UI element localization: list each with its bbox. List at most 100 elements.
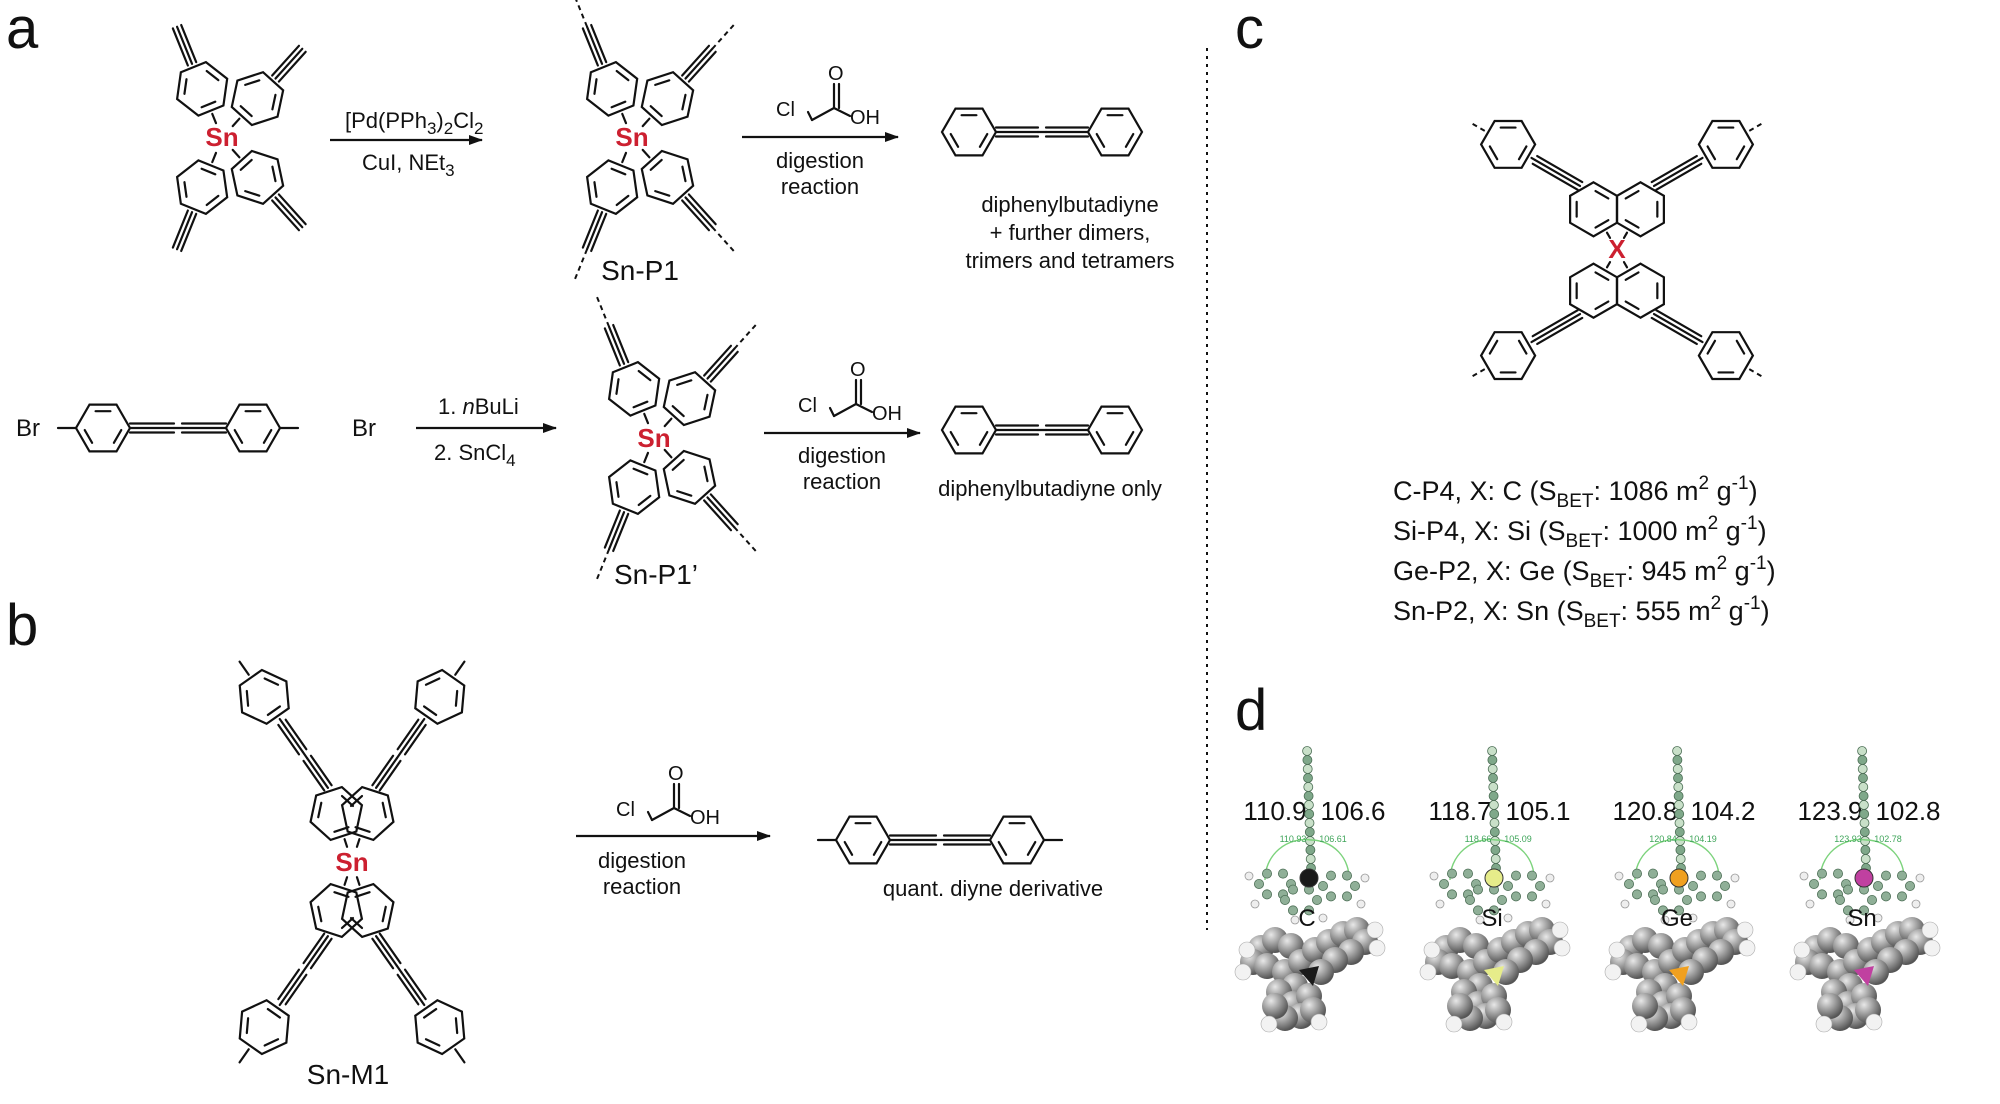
bond [832, 402, 858, 418]
angle-small-right: 106.61 [1319, 834, 1347, 844]
ring-double-bond [949, 132, 960, 148]
panel-label-c: c [1235, 0, 1264, 61]
ring-double-bond [978, 430, 989, 446]
triple-bond [687, 193, 717, 226]
triple-bond [1531, 162, 1579, 191]
benzene-ring [414, 998, 466, 1056]
benzene-ring [1479, 119, 1537, 169]
atom-ball [1675, 854, 1686, 864]
atom-ball [1648, 868, 1659, 879]
atom-ball [1817, 889, 1828, 900]
space-fill-hydrogen [1553, 939, 1571, 957]
methyl-group [454, 660, 466, 676]
triple-bond [378, 932, 402, 965]
ring-double-bond [1624, 219, 1640, 229]
angle-right-label: 104.2 [1690, 796, 1755, 826]
triple-bond [175, 25, 194, 65]
atom-ball [1465, 895, 1476, 906]
chlorine-label: Cl [616, 799, 635, 821]
ring-double-bond [381, 801, 387, 819]
atom-ball [1688, 881, 1699, 892]
triple-bond [375, 935, 398, 967]
atom-ball [1497, 895, 1508, 906]
surface-area-line: C-P4, X: C (SBET: 1086 m2 g-1) [1393, 473, 1758, 512]
triple-bond [306, 757, 329, 789]
angle-right-label: 102.8 [1875, 796, 1940, 826]
space-fill-hydrogen [1260, 1015, 1278, 1033]
ring-double-bond [354, 891, 371, 898]
atom-ball [1720, 881, 1731, 892]
triple-bond [706, 347, 736, 380]
hydrogen-ball [1250, 899, 1260, 909]
angle-left-label: 123.9 [1797, 796, 1862, 826]
atom-ball [1624, 879, 1635, 890]
atom-ball [1859, 818, 1870, 828]
polymer-link [1748, 368, 1764, 378]
reaction-label-a2: reaction [803, 469, 881, 494]
atom-ball [1302, 755, 1313, 765]
angle-small-left: 118.66 [1465, 834, 1492, 844]
atom-ball [1674, 809, 1685, 819]
diphenylbutadiyne-structure-a2 [940, 405, 1144, 455]
atom-ball [1672, 746, 1682, 756]
ring-double-bond [615, 69, 630, 82]
triple-bond [396, 973, 420, 1006]
atom-ball [1817, 868, 1828, 879]
triple-bond [396, 718, 420, 751]
element-label: C [1298, 905, 1315, 932]
atom-ball [1489, 800, 1499, 810]
atom-ball [1305, 845, 1316, 855]
bond [420, 717, 426, 724]
bond [278, 1000, 284, 1007]
polymer-link [711, 226, 738, 255]
triple-bond [706, 496, 736, 529]
atom-ball [1487, 764, 1498, 774]
bond [854, 402, 874, 414]
benzene-ring [340, 785, 395, 842]
bond [211, 151, 218, 164]
atom-ball [1860, 836, 1870, 846]
bond [641, 148, 651, 159]
ring-double-bond [703, 393, 709, 411]
triple-bond [277, 50, 307, 83]
angle-left-label: 118.7 [1428, 796, 1491, 826]
space-fill-hydrogen [1310, 1013, 1328, 1031]
atom-ball [1674, 905, 1685, 916]
ring-double-bond [1026, 840, 1037, 856]
atom-ball [1302, 764, 1313, 774]
atom-ball [1278, 868, 1289, 879]
polymer-sn-p1-structure [572, 0, 738, 284]
generic-x-polymer-structure [1470, 119, 1764, 381]
sn-m1-structure [238, 660, 466, 1064]
hydroxyl-label: OH [872, 403, 902, 425]
triple-bond [302, 932, 326, 965]
ring-double-bond [978, 132, 989, 148]
triple-bond [274, 47, 304, 80]
atom-ball [1490, 854, 1501, 864]
ring-double-bond [183, 181, 188, 198]
space-fill-atom [1817, 993, 1843, 1019]
atom-ball [1473, 905, 1484, 916]
angle-left-label: 120.8 [1612, 796, 1677, 826]
atom-ball [1304, 809, 1315, 819]
ring-double-bond [200, 167, 217, 176]
triple-bond [1533, 312, 1582, 342]
bond [395, 750, 403, 760]
ring-double-bond [1594, 219, 1610, 229]
atom-ball [1835, 895, 1846, 906]
triple-bond [400, 971, 424, 1003]
atom-ball [1858, 773, 1868, 783]
ring-double-bond [1594, 189, 1610, 200]
ring-double-bond [317, 801, 323, 819]
benzene-ring [940, 107, 998, 157]
bond [621, 151, 628, 164]
triple-bond [590, 23, 608, 64]
triple-bond [1650, 316, 1698, 346]
triple-bond [277, 723, 301, 756]
bond [343, 876, 349, 886]
atom-ball [1305, 836, 1315, 846]
space-filling-model [1234, 917, 1386, 1033]
